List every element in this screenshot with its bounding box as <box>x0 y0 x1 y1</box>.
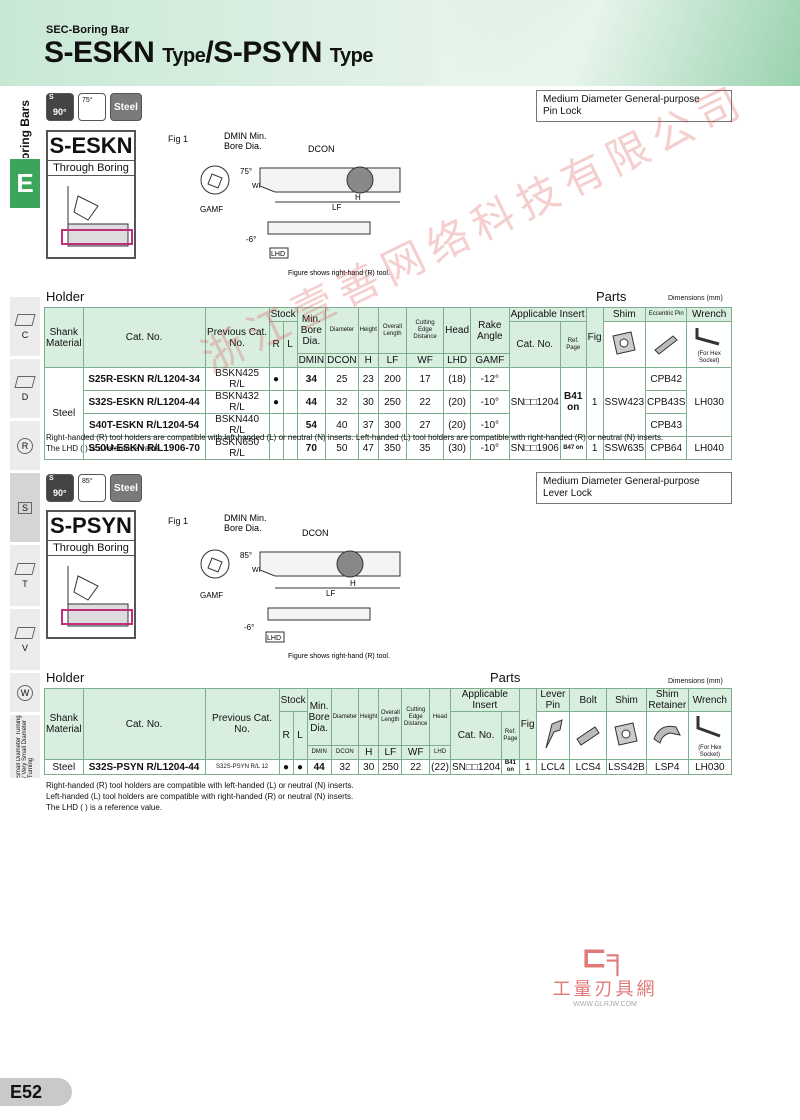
svg-text:-6°: -6° <box>246 235 256 244</box>
shim-retainer-icon <box>645 711 689 760</box>
svg-text:DMIN Min.: DMIN Min. <box>224 513 267 523</box>
table-row: S40T-ESKN R/L1204-54 <box>82 413 206 437</box>
svg-text:DMIN Min.: DMIN Min. <box>224 131 267 141</box>
svg-text:DCON: DCON <box>308 144 335 154</box>
sidebar-tab-s[interactable]: S <box>10 472 40 542</box>
hex-wrench-icon: (For Hex Socket) <box>686 321 732 368</box>
svg-text:H: H <box>355 193 361 202</box>
svg-text:-6°: -6° <box>244 623 254 632</box>
svg-text:GAMF: GAMF <box>200 205 223 214</box>
table-row: S50U-ESKN R/L1906-70 <box>82 436 206 460</box>
page-header <box>0 0 800 86</box>
page-number: E52 <box>0 1078 72 1106</box>
svg-text:WF: WF <box>252 183 263 190</box>
svg-text:85°: 85° <box>240 551 252 560</box>
sidebar-tab-small-diameter[interactable]: Small Diameter Turning / Very Small Diam… <box>10 714 40 778</box>
type-card-psyn: S-PSYN Through Boring <box>46 510 136 639</box>
through-boring-illustration <box>48 175 134 257</box>
dimensions-unit: Dimensions (mm) <box>668 678 723 685</box>
holder-label: Holder <box>46 289 85 304</box>
through-boring-illustration <box>48 555 134 637</box>
holder-label: Holder <box>46 670 85 685</box>
svg-text:Bore Dia.: Bore Dia. <box>224 141 262 151</box>
svg-text:LF: LF <box>326 589 335 598</box>
svg-text:Figure shows right-hand (R) to: Figure shows right-hand (R) tool. <box>288 653 390 660</box>
svg-text:LHD: LHD <box>271 251 285 258</box>
sidebar-tab-d[interactable]: D <box>10 358 40 418</box>
table-row: S32S-ESKN R/L1204-44 <box>82 390 206 414</box>
svg-text:LF: LF <box>332 203 341 212</box>
sidebar-tab-w[interactable]: W <box>10 672 40 712</box>
lead-angle-icon: 75° <box>78 93 106 121</box>
sidebar-tab-c[interactable]: C <box>10 296 40 356</box>
sidebar-tab-e[interactable]: E <box>10 158 40 208</box>
table-row: S32S-PSYN R/L1204-44 <box>82 759 206 775</box>
spec-table-psyn: Shank Material Cat. No. Previous Cat. No… <box>44 688 733 775</box>
spec-table-eskn: Shank Material Cat. No. Previous Cat. No… <box>44 307 732 460</box>
dimensions-unit: Dimensions (mm) <box>668 295 723 302</box>
page-subtitle: SEC-Boring Bar <box>46 24 130 36</box>
shim-icon <box>602 321 647 368</box>
sidebar-tab-r[interactable]: R <box>10 420 40 470</box>
sidebar-tab-t[interactable]: T <box>10 544 40 606</box>
fig-label: Fig 1 <box>168 134 189 144</box>
svg-text:Figure shows right-hand (R) to: Figure shows right-hand (R) tool. <box>288 270 390 277</box>
logo-icon: ⊏╕ <box>581 941 629 974</box>
watermark-logo: ⊏╕ 工量刃具網 WWW.GLRJW.COM <box>540 940 670 1008</box>
type-card-eskn: S-ESKN Through Boring <box>46 130 136 259</box>
svg-text:LHD: LHD <box>267 635 281 642</box>
steel-badge: Steel <box>110 93 142 121</box>
svg-text:WF: WF <box>252 567 263 574</box>
eccentric-pin-icon <box>645 321 688 368</box>
svg-text:75°: 75° <box>240 167 252 176</box>
svg-text:GAMF: GAMF <box>200 591 223 600</box>
page-title: S-ESKN Type/S-PSYN Type <box>44 36 374 69</box>
tool-drawing-eskn: DMIN Min. Bore Dia. DCON 75° WF GAMF LF … <box>200 131 401 277</box>
parts-label: Parts <box>596 289 627 304</box>
lever-pin-icon <box>535 711 571 760</box>
svg-text:H: H <box>350 579 356 588</box>
table-row: S25R-ESKN R/L1204-34 <box>82 367 206 391</box>
parts-label: Parts <box>490 670 521 685</box>
hex-wrench-icon: (For Hex Socket) <box>687 711 733 760</box>
notes-2: Right-handed (R) tool holders are compat… <box>46 781 354 812</box>
bolt-icon <box>569 711 608 760</box>
lead-angle-icon: 85° <box>78 474 106 502</box>
tool-drawing-psyn: DMIN Min. Bore Dia. DCON 85° WF GAMF LF … <box>200 513 401 660</box>
sidebar-tab-v[interactable]: V <box>10 608 40 670</box>
fig-label: Fig 1 <box>168 516 189 526</box>
steel-badge: Steel <box>110 474 142 502</box>
notes-1: Right-handed (R) tool holders are compat… <box>46 433 664 453</box>
svg-text:DCON: DCON <box>302 528 329 538</box>
svg-text:Bore Dia.: Bore Dia. <box>224 523 262 533</box>
shim-icon <box>606 711 647 760</box>
